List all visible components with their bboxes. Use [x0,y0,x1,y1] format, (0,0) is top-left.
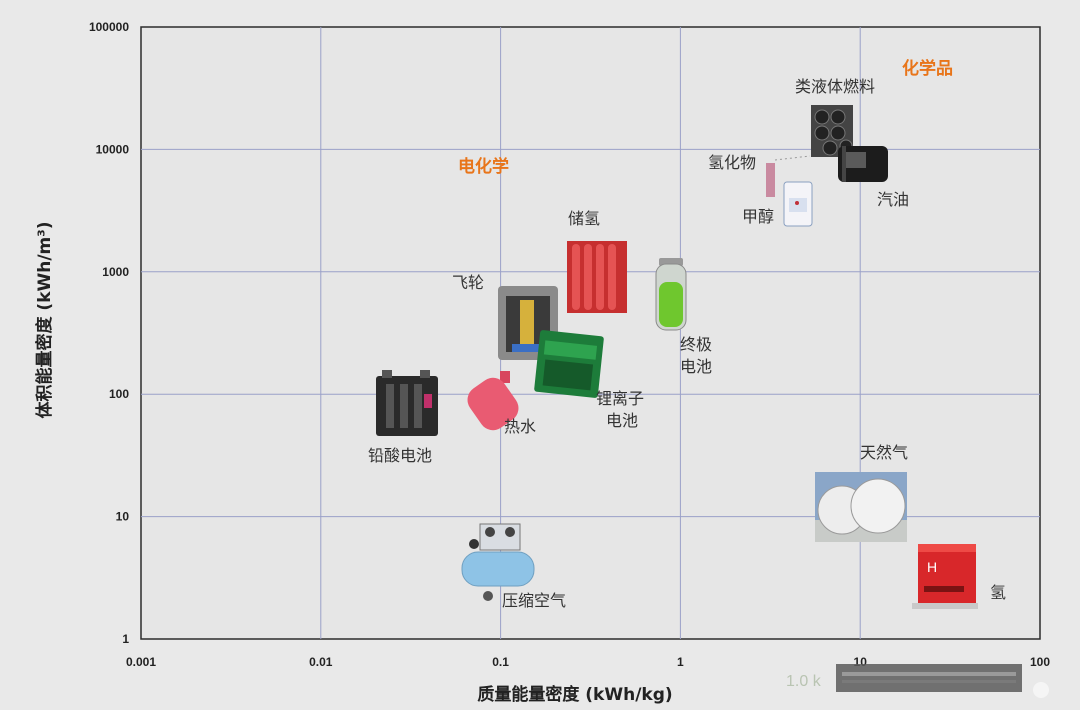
hydrogen-element-icon: H [912,544,978,609]
x-tick-label: 1 [677,655,684,669]
x-tick-label: 0.1 [492,655,509,669]
region-label-electrochemical: 电化学 [458,156,509,177]
label-methanol: 甲醇 [742,207,774,226]
label-li-ion-battery: 锂离子电池 [596,389,644,430]
y-tick-label: 1 [122,632,129,646]
y-tick-label: 1000 [102,265,129,279]
y-tick-label: 100000 [89,20,129,34]
x-tick-label: 0.01 [309,655,333,669]
x-tick-label: 0.001 [126,655,156,669]
hydride-icon [766,155,811,197]
y-tick-labels: 1 10 100 1000 10000 100000 [89,20,129,646]
gasoline-barrel-icon [838,146,888,182]
stray-overlay-graphic [836,664,1049,698]
label-ultimate-battery: 终极电池 [680,335,712,376]
label-gasoline: 汽油 [877,190,909,209]
region-label-chemicals: 化学品 [902,58,953,79]
hydrogen-cylinders-icon [567,241,627,313]
y-tick-label: 10 [116,510,130,524]
y-tick-label: 10000 [96,142,130,156]
label-compressed-air: 压缩空气 [502,591,566,610]
svg-text:H: H [927,559,937,575]
label-liquid-fuel: 类液体燃料 [795,77,875,96]
hot-water-bottle-icon [467,371,519,431]
y-axis-title: 体积能量密度 (kWh/m³) [34,222,55,419]
label-flywheel: 飞轮 [452,273,484,292]
ultimate-battery-icon [655,258,687,331]
x-tick-label: 100 [1030,655,1050,669]
label-natural-gas: 天然气 [860,443,908,462]
plot-area [140,26,1041,640]
label-hydrogen-storage: 储氢 [568,209,600,228]
label-hydride: 氢化物 [708,153,756,172]
lead-acid-battery-icon [376,370,438,436]
y-tick-label: 100 [109,387,129,401]
stray-overlay-text: 1.0 k [786,673,822,690]
label-hot-water: 热水 [504,417,536,436]
methanol-bottle-icon [783,181,813,227]
label-hydrogen: 氢 [990,583,1006,602]
label-lead-acid-battery: 铅酸电池 [368,446,432,465]
x-axis-title: 质量能量密度 (kWh/kg) [477,684,672,705]
li-ion-battery-icon [534,330,604,398]
air-compressor-icon [461,523,535,601]
gas-tanks-icon [815,472,907,542]
